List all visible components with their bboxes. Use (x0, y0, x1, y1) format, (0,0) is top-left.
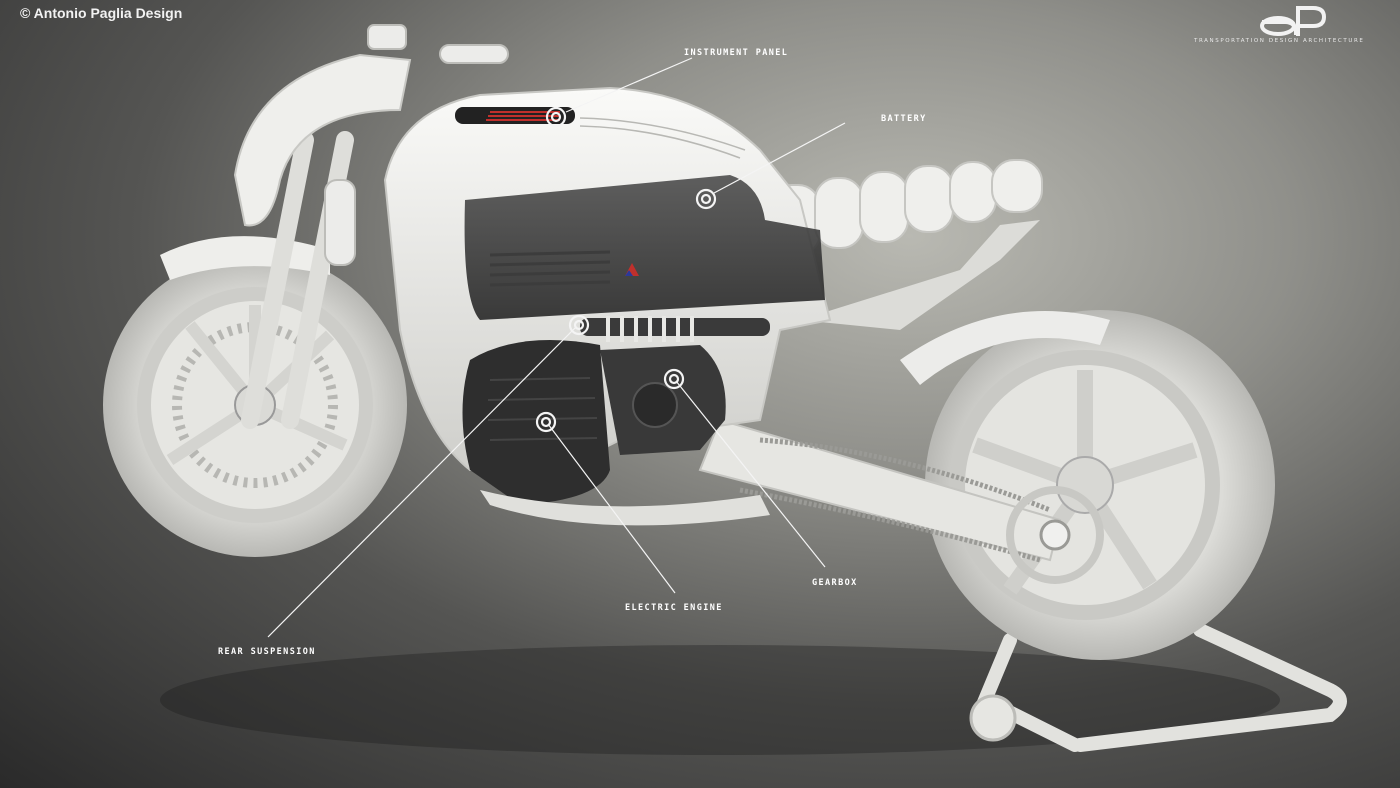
logo-tagline: TRANSPORTATION DESIGN ARCHITECTURE (1194, 38, 1365, 44)
belly-pan (480, 490, 770, 526)
subframe (800, 220, 1040, 330)
label-instrument-panel: INSTRUMENT PANEL (684, 48, 789, 58)
chain (739, 437, 1051, 563)
handlebars (324, 24, 509, 266)
label-battery: BATTERY (881, 114, 927, 124)
tank-grooves (579, 117, 746, 159)
label-electric-engine: ELECTRIC ENGINE (625, 603, 723, 613)
callout-leaders (267, 57, 846, 638)
gearbox-marker (663, 368, 685, 390)
rear-sprocket (1006, 486, 1104, 584)
label-rear-suspension: REAR SUSPENSION (218, 647, 316, 657)
rear-wheel (925, 310, 1275, 660)
rear-fender (900, 311, 1110, 385)
rear-suspension-marker (568, 314, 590, 336)
stand-wheel (969, 694, 1017, 742)
ap-logo-mark (1260, 6, 1327, 36)
copyright-text: © Antonio Paglia Design (20, 5, 183, 21)
label-gearbox: GEARBOX (812, 578, 858, 588)
rear-shock (580, 316, 770, 342)
electric-engine-marker (535, 411, 557, 433)
swingarm (698, 418, 1062, 562)
battery-fins (489, 250, 611, 287)
headlight-cowl (233, 53, 412, 227)
instrument-panel-marker (545, 106, 567, 128)
callout-markers (535, 106, 717, 433)
battery-marker (695, 188, 717, 210)
